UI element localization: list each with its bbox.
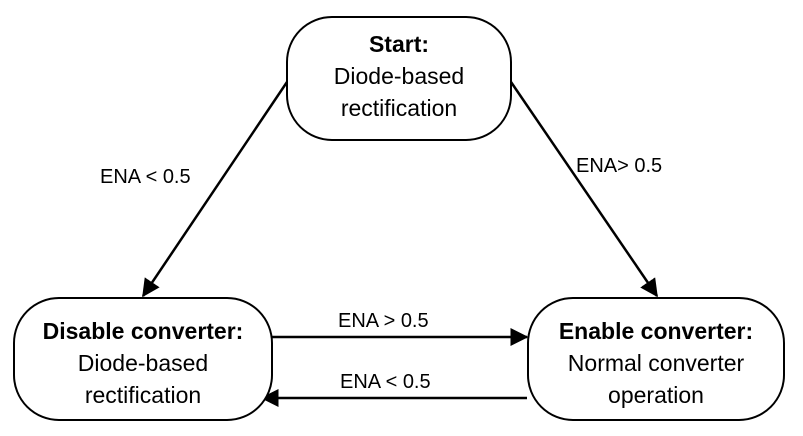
node-enable-line1: Normal converter [568,350,745,376]
node-disable-converter: Disable converter: Diode-based rectifica… [13,297,273,421]
node-disable-line2: rectification [85,382,201,408]
arrow-start-to-enable [509,81,659,298]
edge-label-start-to-disable: ENA < 0.5 [100,166,191,188]
node-disable-title: Disable converter: [43,318,244,344]
arrow-start-to-disable [141,81,289,298]
node-start-line2: rectification [341,95,457,121]
edge-label-disable-to-enable: ENA > 0.5 [338,310,429,332]
edge-start-to-enable: ENA> 0.5 [509,81,662,298]
edge-label-enable-to-disable: ENA < 0.5 [340,371,431,393]
node-disable-line1: Diode-based [78,350,208,376]
edge-label-start-to-enable: ENA> 0.5 [576,155,662,177]
node-enable-line2: operation [608,382,704,408]
edge-start-to-disable: ENA < 0.5 [100,81,289,298]
node-enable-converter: Enable converter: Normal converter opera… [527,297,785,421]
node-start-title: Start: [369,31,429,57]
node-enable-box [527,297,785,421]
node-enable-title: Enable converter: [559,318,753,344]
node-start-line1: Diode-based [334,63,464,89]
node-disable-box [13,297,273,421]
edge-enable-to-disable: ENA < 0.5 [260,371,527,407]
node-start-box [286,16,512,141]
edge-disable-to-enable: ENA > 0.5 [272,310,529,346]
node-start: Start: Diode-based rectification [286,16,512,141]
